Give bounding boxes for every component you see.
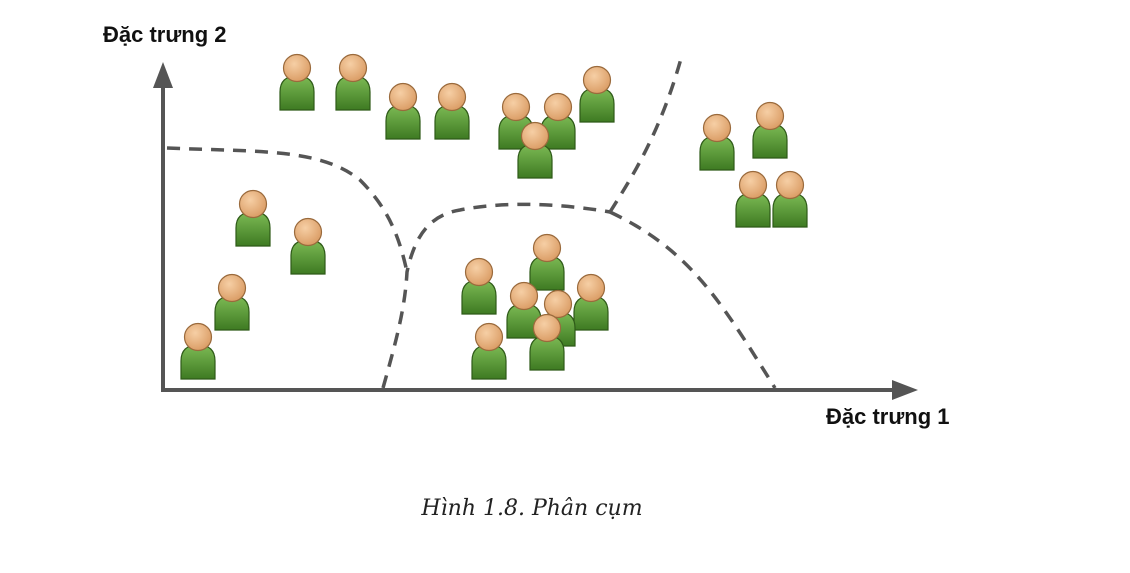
figure-caption: Hình 1.8. Phân cụm xyxy=(421,496,643,521)
person-icon xyxy=(385,82,421,140)
person-icon xyxy=(235,189,271,247)
person-icon xyxy=(573,273,609,331)
y-axis-arrow-icon xyxy=(153,62,173,88)
person-icon xyxy=(290,217,326,275)
person-icon xyxy=(579,65,615,123)
person-icon xyxy=(471,322,507,380)
person-icon xyxy=(434,82,470,140)
boundary-bottom-right xyxy=(609,210,777,389)
person-icon xyxy=(752,101,788,159)
boundary-top-right xyxy=(608,54,684,213)
person-icon xyxy=(735,170,771,228)
person-icon xyxy=(279,53,315,111)
person-icon xyxy=(335,53,371,111)
cluster-boundaries xyxy=(166,54,777,389)
person-icon xyxy=(529,233,565,291)
person-icon xyxy=(772,170,808,228)
y-axis-label: Đặc trưng 2 xyxy=(103,22,227,47)
person-icon xyxy=(699,113,735,171)
person-icon xyxy=(461,257,497,315)
x-axis-label: Đặc trưng 1 xyxy=(826,404,950,429)
boundary-center-left xyxy=(381,202,611,389)
people-icons xyxy=(180,53,808,380)
axes xyxy=(153,62,918,400)
person-icon xyxy=(517,121,553,179)
person-icon xyxy=(214,273,250,331)
boundary-top-left xyxy=(166,146,409,273)
person-icon xyxy=(529,313,565,371)
x-axis-arrow-icon xyxy=(892,380,918,400)
person-icon xyxy=(180,322,216,380)
